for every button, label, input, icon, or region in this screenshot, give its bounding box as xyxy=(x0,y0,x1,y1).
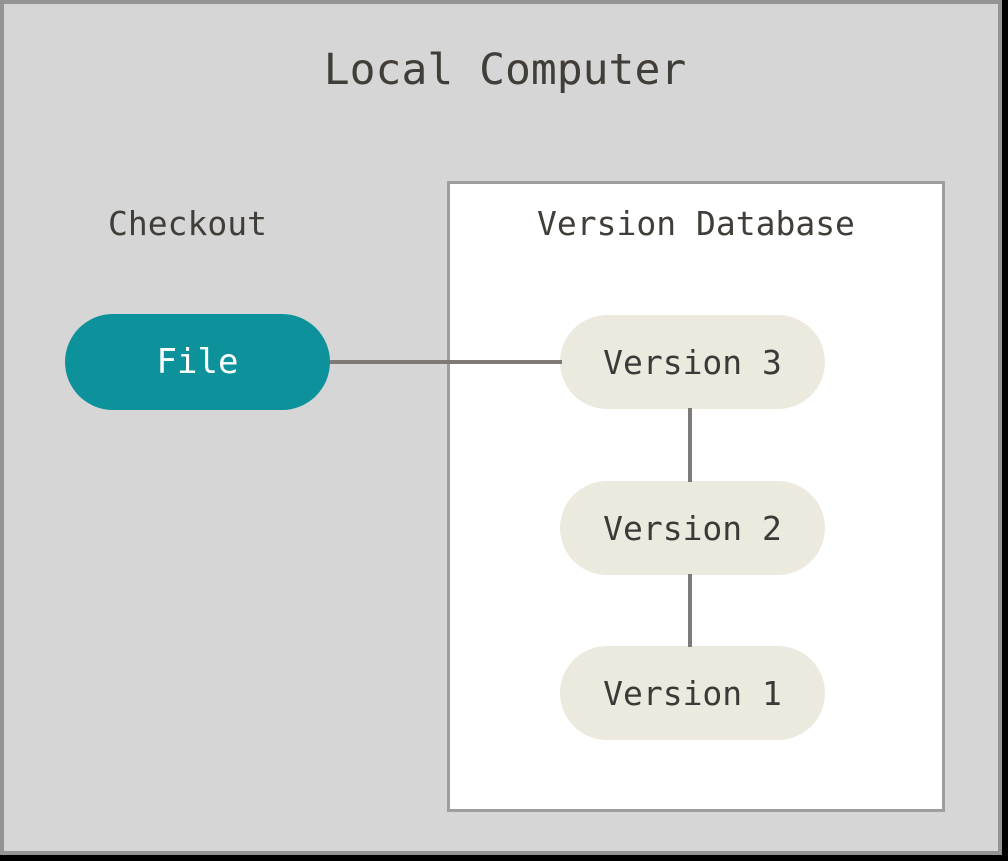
node-version-3-label: Version 3 xyxy=(603,342,782,382)
checkout-label: Checkout xyxy=(108,204,267,243)
node-version-2-label: Version 2 xyxy=(603,508,782,548)
node-file[interactable]: File xyxy=(65,314,330,410)
node-version-2[interactable]: Version 2 xyxy=(560,481,825,575)
node-version-3[interactable]: Version 3 xyxy=(560,315,825,409)
node-version-1[interactable]: Version 1 xyxy=(560,646,825,740)
edge-version-2-to-version-1 xyxy=(688,574,692,647)
node-version-1-label: Version 1 xyxy=(603,673,782,713)
page-title: Local Computer xyxy=(323,45,687,95)
edge-version-3-to-version-2 xyxy=(688,408,692,482)
version-database-title: Version Database xyxy=(537,204,855,243)
edge-file-to-version-3 xyxy=(330,360,562,364)
node-file-label: File xyxy=(156,342,239,382)
